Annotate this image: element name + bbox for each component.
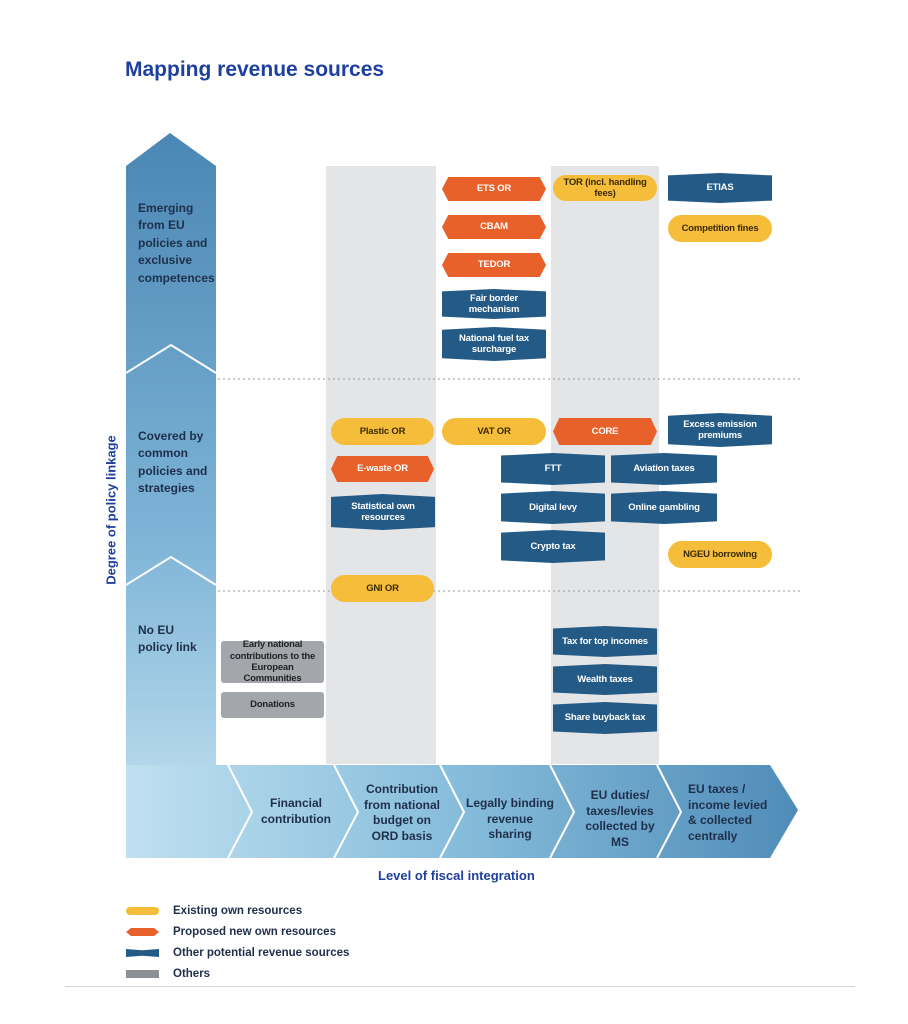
node-gni-or: GNI OR: [331, 575, 434, 602]
node-competition-fines: Competition fines: [668, 215, 772, 242]
node-tor: TOR (incl. handling fees): [553, 175, 657, 201]
node-wealth-taxes: Wealth taxes: [553, 664, 657, 695]
y-axis-arrow: [126, 133, 216, 858]
y-axis-chevron: [125, 343, 217, 374]
legend-item-existing: Existing own resources: [126, 905, 302, 917]
x-level-label-ord: Contribution from national budget on ORD…: [363, 782, 440, 843]
node-tax-for-top-incomes: Tax for top incomes: [553, 626, 657, 657]
y-level-label-no-link: No EU policy link: [138, 623, 197, 655]
x-axis-arrow: [126, 765, 798, 858]
node-ftt: FTT: [501, 453, 605, 485]
node-donations: Donations: [221, 692, 324, 718]
legend-swatch-others: [126, 970, 159, 978]
node-share-buyback-tax: Share buyback tax: [553, 702, 657, 734]
node-e-waste-or: E-waste OR: [331, 456, 434, 482]
y-axis-title: Degree of policy linkage: [103, 435, 119, 585]
x-axis-title: Level of fiscal integration: [378, 868, 535, 883]
x-axis-chevron: [439, 764, 466, 859]
node-national-fuel-tax-surcharge: National fuel tax surcharge: [442, 327, 546, 361]
diagram-title: Mapping revenue sources: [125, 58, 385, 81]
node-digital-levy: Digital levy: [501, 491, 605, 524]
node-aviation-taxes: Aviation taxes: [611, 453, 717, 485]
legend-swatch-existing: [126, 907, 159, 915]
legend-item-others: Others: [126, 968, 210, 980]
node-vat-or: VAT OR: [442, 418, 546, 445]
footer-divider: [65, 986, 855, 987]
x-level-label-duties: EU duties/ taxes/levies collected by MS: [585, 788, 655, 849]
x-axis-chevron: [549, 764, 576, 859]
legend-label: Proposed new own resources: [173, 926, 336, 938]
legend-swatch-other: [126, 949, 159, 957]
x-axis-chevron: [227, 764, 254, 859]
y-axis-chevron: [125, 555, 217, 586]
node-etias: ETIAS: [668, 173, 772, 203]
legend-item-proposed: Proposed new own resources: [126, 926, 336, 938]
legend-swatch-proposed: [126, 928, 159, 936]
node-online-gambling: Online gambling: [611, 491, 717, 524]
y-level-label-emerging: Emerging from EU policies and exclusive …: [138, 201, 215, 285]
legend-item-other: Other potential revenue sources: [126, 947, 349, 959]
node-fair-border-mechanism: Fair border mechanism: [442, 289, 546, 319]
x-level-label-revenue-sharing: Legally binding revenue sharing: [466, 796, 555, 842]
y-level-label-covered: Covered by common policies and strategie…: [138, 429, 208, 496]
node-cbam: CBAM: [442, 215, 546, 239]
node-crypto-tax: Crypto tax: [501, 530, 605, 563]
node-core: CORE: [553, 418, 657, 445]
x-axis-chevron: [333, 764, 360, 859]
node-ets-or: ETS OR: [442, 177, 546, 201]
node-statistical-own-resources: Statistical own resources: [331, 494, 435, 530]
node-excess-emission-premiums: Excess emission premiums: [668, 413, 772, 447]
node-tedor: TEDOR: [442, 253, 546, 277]
node-ngeu-borrowing: NGEU borrowing: [668, 541, 772, 568]
x-level-label-eu-taxes: EU taxes / income levied & collected cen…: [688, 782, 768, 843]
x-axis-chevron: [656, 764, 683, 859]
legend-label: Others: [173, 968, 211, 980]
x-level-label-financial: Financial contribution: [261, 796, 331, 826]
legend-label: Existing own resources: [173, 905, 303, 917]
node-early-national-contributions: Early national contributions to the Euro…: [221, 639, 324, 684]
node-plastic-or: Plastic OR: [331, 418, 434, 445]
legend-label: Other potential revenue sources: [173, 947, 350, 959]
